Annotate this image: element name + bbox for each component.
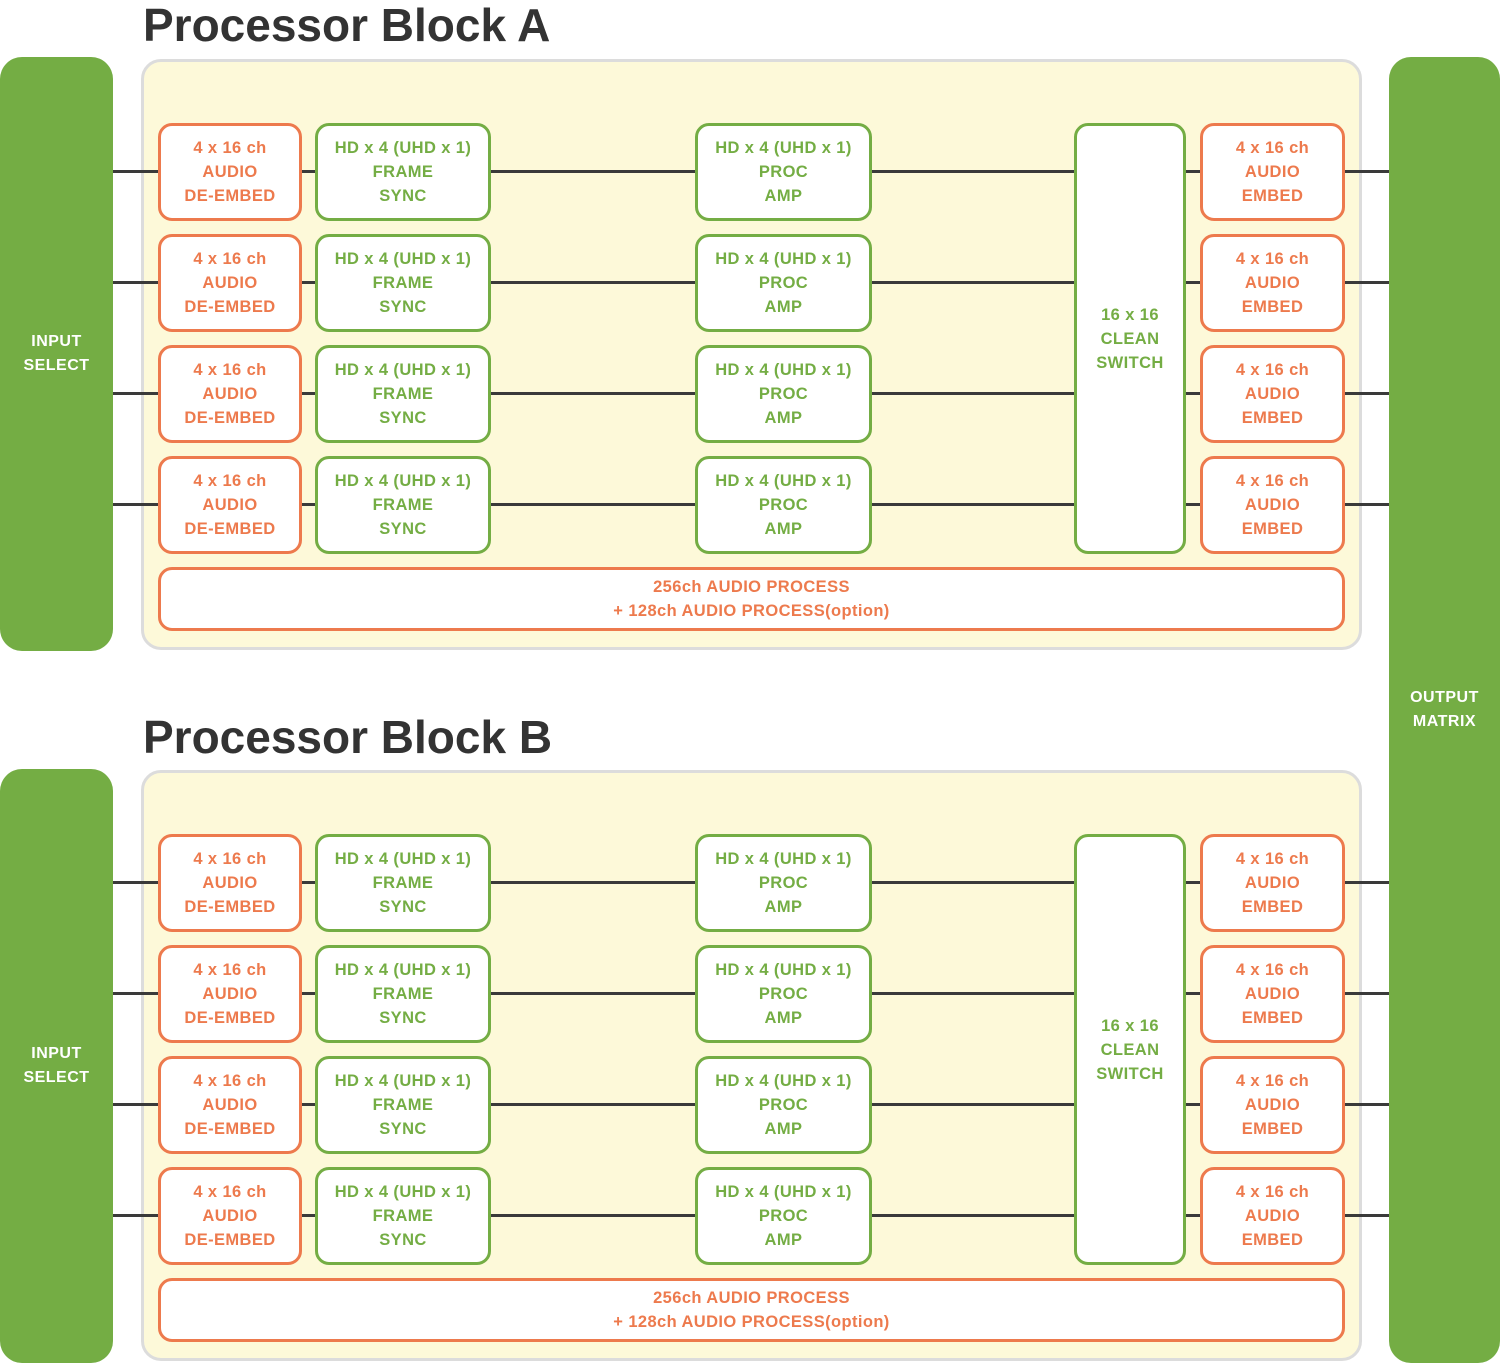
block-a-frame-sync-box: HD x 4 (UHD x 1) FRAME SYNC bbox=[315, 234, 491, 332]
block-b-proc-amp-box: HD x 4 (UHD x 1) PROC AMP bbox=[695, 945, 872, 1043]
block-b-clean-switch: 16 x 16 CLEAN SWITCH bbox=[1074, 834, 1186, 1265]
block-a-proc-amp-box: HD x 4 (UHD x 1) PROC AMP bbox=[695, 234, 872, 332]
frame-sync-label: HD x 4 (UHD x 1) FRAME SYNC bbox=[334, 139, 472, 205]
proc-amp-label: HD x 4 (UHD x 1) PROC AMP bbox=[715, 1183, 852, 1249]
proc-amp-label: HD x 4 (UHD x 1) PROC AMP bbox=[715, 472, 852, 538]
block-a-proc-amp-box: HD x 4 (UHD x 1) PROC AMP bbox=[695, 123, 872, 221]
output-matrix-label: OUTPUT MATRIX bbox=[1410, 689, 1479, 730]
block-b-frame-sync-box: HD x 4 (UHD x 1) FRAME SYNC bbox=[315, 945, 491, 1043]
embed-label: 4 x 16 ch AUDIO EMBED bbox=[1235, 1072, 1310, 1138]
frame-sync-label: HD x 4 (UHD x 1) FRAME SYNC bbox=[334, 361, 472, 427]
deembed-label: 4 x 16 ch AUDIO DE-EMBED bbox=[184, 1072, 276, 1138]
embed-label: 4 x 16 ch AUDIO EMBED bbox=[1235, 139, 1310, 205]
deembed-label: 4 x 16 ch AUDIO DE-EMBED bbox=[184, 961, 276, 1027]
block-a-embed-box: 4 x 16 ch AUDIO EMBED bbox=[1200, 234, 1345, 332]
block-b-frame-sync-box: HD x 4 (UHD x 1) FRAME SYNC bbox=[315, 1167, 491, 1265]
audio-process-label: 256ch AUDIO PROCESS + 128ch AUDIO PROCES… bbox=[613, 1289, 890, 1331]
block-b-embed-box: 4 x 16 ch AUDIO EMBED bbox=[1200, 834, 1345, 932]
block-a-deembed-box: 4 x 16 ch AUDIO DE-EMBED bbox=[158, 234, 302, 332]
output-matrix-bar: OUTPUT MATRIX bbox=[1389, 57, 1500, 1363]
block-b-frame-sync-box: HD x 4 (UHD x 1) FRAME SYNC bbox=[315, 834, 491, 932]
block-a-input-select-label: INPUT SELECT bbox=[23, 333, 90, 374]
deembed-label: 4 x 16 ch AUDIO DE-EMBED bbox=[184, 472, 276, 538]
block-b-deembed-box: 4 x 16 ch AUDIO DE-EMBED bbox=[158, 945, 302, 1043]
block-b-deembed-box: 4 x 16 ch AUDIO DE-EMBED bbox=[158, 834, 302, 932]
block-a-frame-sync-box: HD x 4 (UHD x 1) FRAME SYNC bbox=[315, 345, 491, 443]
deembed-label: 4 x 16 ch AUDIO DE-EMBED bbox=[184, 850, 276, 916]
embed-label: 4 x 16 ch AUDIO EMBED bbox=[1235, 361, 1310, 427]
block-b-frame-sync-box: HD x 4 (UHD x 1) FRAME SYNC bbox=[315, 1056, 491, 1154]
block-b-embed-box: 4 x 16 ch AUDIO EMBED bbox=[1200, 1167, 1345, 1265]
block-b-input-select-label: INPUT SELECT bbox=[23, 1045, 90, 1086]
block-a-proc-amp-box: HD x 4 (UHD x 1) PROC AMP bbox=[695, 456, 872, 554]
frame-sync-label: HD x 4 (UHD x 1) FRAME SYNC bbox=[334, 250, 472, 316]
clean-switch-label: 16 x 16 CLEAN SWITCH bbox=[1096, 1016, 1164, 1083]
deembed-label: 4 x 16 ch AUDIO DE-EMBED bbox=[184, 361, 276, 427]
block-a-title: Processor Block A bbox=[143, 0, 551, 51]
embed-label: 4 x 16 ch AUDIO EMBED bbox=[1235, 961, 1310, 1027]
frame-sync-label: HD x 4 (UHD x 1) FRAME SYNC bbox=[334, 1072, 472, 1138]
block-a-frame-sync-box: HD x 4 (UHD x 1) FRAME SYNC bbox=[315, 456, 491, 554]
deembed-label: 4 x 16 ch AUDIO DE-EMBED bbox=[184, 139, 276, 205]
proc-amp-label: HD x 4 (UHD x 1) PROC AMP bbox=[715, 961, 852, 1027]
block-a-audio-process: 256ch AUDIO PROCESS + 128ch AUDIO PROCES… bbox=[158, 567, 1345, 631]
block-a-deembed-box: 4 x 16 ch AUDIO DE-EMBED bbox=[158, 456, 302, 554]
proc-amp-label: HD x 4 (UHD x 1) PROC AMP bbox=[715, 850, 852, 916]
frame-sync-label: HD x 4 (UHD x 1) FRAME SYNC bbox=[334, 1183, 472, 1249]
block-a-frame-sync-box: HD x 4 (UHD x 1) FRAME SYNC bbox=[315, 123, 491, 221]
block-a-proc-amp-box: HD x 4 (UHD x 1) PROC AMP bbox=[695, 345, 872, 443]
embed-label: 4 x 16 ch AUDIO EMBED bbox=[1235, 1183, 1310, 1249]
block-a-embed-box: 4 x 16 ch AUDIO EMBED bbox=[1200, 456, 1345, 554]
frame-sync-label: HD x 4 (UHD x 1) FRAME SYNC bbox=[334, 850, 472, 916]
block-a-embed-box: 4 x 16 ch AUDIO EMBED bbox=[1200, 345, 1345, 443]
audio-process-label: 256ch AUDIO PROCESS + 128ch AUDIO PROCES… bbox=[613, 578, 890, 620]
block-a-deembed-box: 4 x 16 ch AUDIO DE-EMBED bbox=[158, 123, 302, 221]
frame-sync-label: HD x 4 (UHD x 1) FRAME SYNC bbox=[334, 472, 472, 538]
block-b-proc-amp-box: HD x 4 (UHD x 1) PROC AMP bbox=[695, 1167, 872, 1265]
block-b-input-select: INPUT SELECT bbox=[0, 769, 113, 1363]
block-b-proc-amp-box: HD x 4 (UHD x 1) PROC AMP bbox=[695, 834, 872, 932]
embed-label: 4 x 16 ch AUDIO EMBED bbox=[1235, 250, 1310, 316]
embed-label: 4 x 16 ch AUDIO EMBED bbox=[1235, 472, 1310, 538]
proc-amp-label: HD x 4 (UHD x 1) PROC AMP bbox=[715, 250, 852, 316]
embed-label: 4 x 16 ch AUDIO EMBED bbox=[1235, 850, 1310, 916]
block-a-deembed-box: 4 x 16 ch AUDIO DE-EMBED bbox=[158, 345, 302, 443]
frame-sync-label: HD x 4 (UHD x 1) FRAME SYNC bbox=[334, 961, 472, 1027]
block-a-embed-box: 4 x 16 ch AUDIO EMBED bbox=[1200, 123, 1345, 221]
clean-switch-label: 16 x 16 CLEAN SWITCH bbox=[1096, 305, 1164, 372]
block-b-proc-amp-box: HD x 4 (UHD x 1) PROC AMP bbox=[695, 1056, 872, 1154]
block-b-embed-box: 4 x 16 ch AUDIO EMBED bbox=[1200, 945, 1345, 1043]
deembed-label: 4 x 16 ch AUDIO DE-EMBED bbox=[184, 250, 276, 316]
block-a-input-select: INPUT SELECT bbox=[0, 57, 113, 651]
proc-amp-label: HD x 4 (UHD x 1) PROC AMP bbox=[715, 139, 852, 205]
block-a-clean-switch: 16 x 16 CLEAN SWITCH bbox=[1074, 123, 1186, 554]
deembed-label: 4 x 16 ch AUDIO DE-EMBED bbox=[184, 1183, 276, 1249]
block-b-deembed-box: 4 x 16 ch AUDIO DE-EMBED bbox=[158, 1056, 302, 1154]
proc-amp-label: HD x 4 (UHD x 1) PROC AMP bbox=[715, 1072, 852, 1138]
block-b-title: Processor Block B bbox=[143, 711, 553, 763]
block-b-embed-box: 4 x 16 ch AUDIO EMBED bbox=[1200, 1056, 1345, 1154]
block-b-audio-process: 256ch AUDIO PROCESS + 128ch AUDIO PROCES… bbox=[158, 1278, 1345, 1342]
proc-amp-label: HD x 4 (UHD x 1) PROC AMP bbox=[715, 361, 852, 427]
block-b-deembed-box: 4 x 16 ch AUDIO DE-EMBED bbox=[158, 1167, 302, 1265]
